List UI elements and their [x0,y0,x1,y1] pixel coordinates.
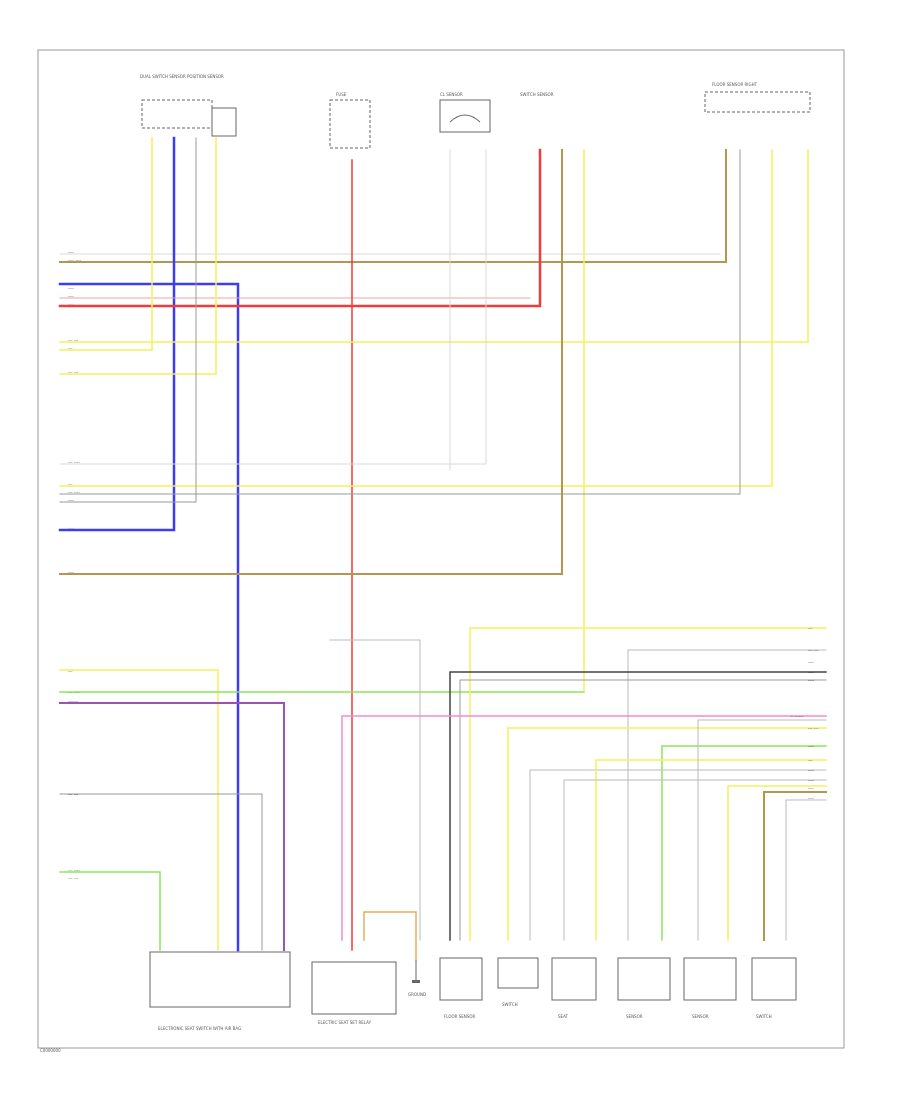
svg-text:----: ---- [808,796,815,801]
svg-text:----: ---- [808,660,815,665]
svg-text:---: --- [68,669,73,674]
wire-gray-right-5 [785,799,827,941]
bottom-f-label: SWITCH [756,1014,772,1019]
wire-gray-right-2 [459,679,827,941]
wire-brown-574 [59,149,563,575]
svg-text:---: --- [808,626,813,631]
svg-text:----: ---- [808,778,815,783]
diagram-frame [37,49,845,1049]
wire-black-right [449,671,827,941]
wire-gray-464 [59,149,487,465]
svg-text:--- ---: --- --- [808,726,819,731]
wire-gray-right-1 [627,649,827,941]
front-top-component: DUAL SWITCH SENSOR POSITION SENSOR [140,74,237,137]
svg-text:--- ---: --- --- [68,370,79,375]
wire-gray-right-6 [697,719,827,941]
center-sensor-component: SWITCH SENSOR [520,92,554,97]
svg-text:--- ---: --- --- [68,876,79,881]
bottom-d-component: SENSOR [617,957,671,1019]
svg-text:----: ---- [68,302,75,307]
wire-orange-relay [363,911,417,961]
svg-text:--- ----: --- ---- [68,868,80,873]
svg-text:----: ---- [808,678,815,683]
ground-label: GROUND [408,992,426,997]
wire-gray-494 [59,149,741,495]
bottom-center-component: ELECTRIC SEAT SET RELAY [311,961,397,1025]
svg-text:----: ---- [68,294,75,299]
front-top-label: DUAL SWITCH SENSOR POSITION SENSOR [140,74,224,79]
center-sensor-label: SWITCH SENSOR [520,92,554,97]
svg-text:---: --- [68,346,73,351]
svg-text:----: ---- [808,670,815,675]
left-pin-labels: ---- ---- ---- ---- ---- ---- --- --- --… [68,250,82,881]
svg-text:----: ---- [68,570,75,575]
wire-yellow-right-3 [595,759,827,941]
ground-symbol: GROUND [408,960,426,997]
svg-text:---- ----: ---- ---- [68,258,82,263]
svg-text:----: ---- [68,286,75,291]
wire-brown-top [59,149,727,263]
wire-brown-right [763,791,827,941]
wire-gray-fuse-relay [329,639,421,941]
wire-green-right [661,745,827,941]
wire-green-872 [59,871,161,951]
wire-gray-right-4 [563,779,827,941]
wire-yellow-673 [59,669,219,951]
bottom-d-label: SENSOR [626,1014,643,1019]
fuse-label: FUSE [336,92,347,97]
wire-yellow-right-4 [727,785,827,941]
right-sensor-label: FLOOR SENSOR RIGHT [712,82,758,87]
svg-text:----: ---- [808,744,815,749]
svg-text:--- ---: --- --- [68,338,79,343]
svg-text:---: --- [68,482,73,487]
wire-pink-right [341,715,827,941]
wire-yellow-374 [59,137,217,375]
wire-yellow-right-2 [507,727,827,941]
svg-text:----: ---- [808,786,815,791]
svg-text:--- ---: --- --- [808,648,819,653]
headlamp-relay-component: CL SENSOR [439,92,491,133]
svg-text:----: ---- [808,768,815,773]
headlamp-relay-label: CL SENSOR [440,92,463,97]
bottom-left-label: ELECTRONIC SEAT SWITCH WITH AIR BAG [158,1026,241,1031]
right-pin-labels: --- --- --- ---- ---- ---- -- ------ ---… [790,626,819,801]
wire-red-main [58,148,542,308]
wire-yellow-right-1 [469,627,827,941]
svg-text:----: ---- [68,526,75,531]
wire-gray-796 [59,793,263,951]
wire-yellow-long [59,149,809,343]
wire-yellow-front [59,137,153,351]
bottom-a-component: FLOOR SENSOR [439,957,483,1019]
fuse-component: FUSE [329,92,371,149]
wire-blue-main [58,282,240,952]
bottom-c-component: SEAT [551,957,597,1019]
bottom-center-label: ELECTRIC SEAT SET RELAY [318,1020,372,1025]
wire-yellow-486 [59,149,773,487]
bottom-a-label: FLOOR SENSOR [444,1014,475,1019]
bottom-e-label: SENSOR [692,1014,709,1019]
footer-code: C0000000 [40,1048,61,1053]
svg-text:--- ----: --- ---- [68,460,80,465]
svg-text:-------: ------- [68,699,79,704]
bottom-left-component: ELECTRONIC SEAT SWITCH WITH AIR BAG [149,951,291,1031]
wire-gray-502 [59,137,197,503]
wire-blue-front [58,136,176,532]
svg-text:---: --- [808,758,813,763]
bottom-b-label: SWITCH [502,1002,518,1007]
svg-text:----: ---- [68,498,75,503]
bottom-f-component: SWITCH [751,957,797,1019]
bottom-b-component: SWITCH [497,957,539,1007]
svg-text:-- ------: -- ------ [790,714,804,719]
wire-gray-right-3 [529,769,827,941]
svg-text:----: ---- [68,250,75,255]
bottom-e-component: SENSOR [683,957,737,1019]
wire-violet-703 [59,702,285,951]
bottom-c-label: SEAT [558,1014,568,1019]
right-sensor-component: FLOOR SENSOR RIGHT [704,82,811,113]
svg-text:--- ----: --- ---- [68,490,80,495]
